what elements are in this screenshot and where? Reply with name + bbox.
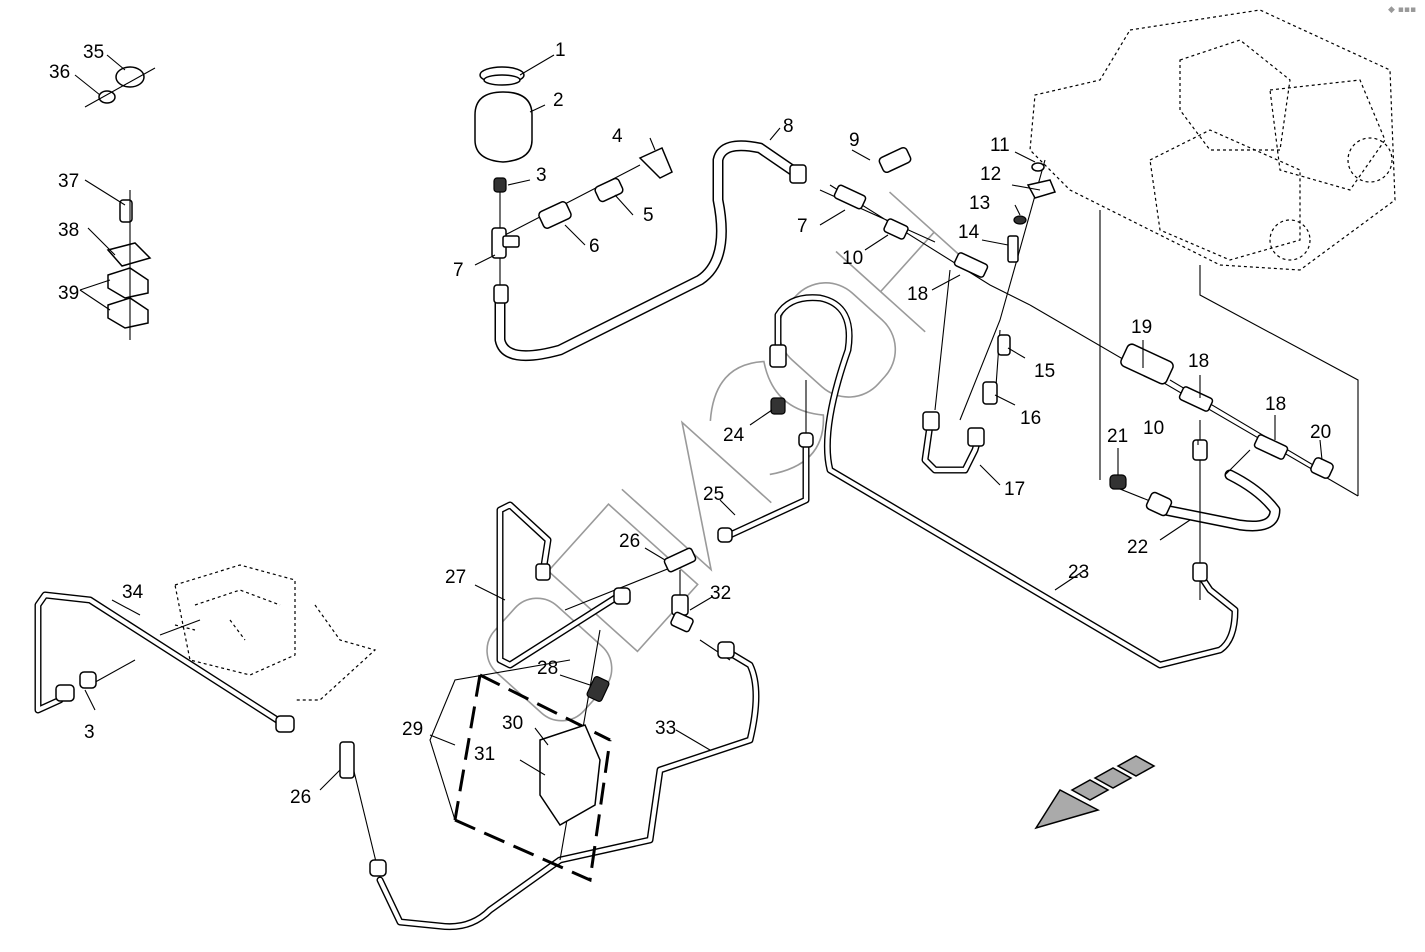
callout-10: 10 [1143,418,1164,439]
accumulator-part [474,91,533,163]
callout-33: 33 [655,718,676,739]
callout-36: 36 [49,62,70,83]
callout-7: 7 [453,260,464,281]
callout-6: 6 [589,236,600,257]
callout-1: 1 [555,40,566,61]
callout-18: 18 [1265,394,1286,415]
leader-lines [74,54,1323,791]
callout-7: 7 [797,216,808,237]
callout-12: 12 [980,164,1001,185]
callout-22: 22 [1127,537,1148,558]
callout-34: 34 [122,582,144,603]
callout-3: 3 [84,722,95,743]
callout-23: 23 [1068,562,1089,583]
callout-15: 15 [1034,361,1055,382]
hydraulic-pump-assembly [1029,9,1396,497]
callout-13: 13 [969,193,990,214]
pipes [34,140,1331,931]
valve-block [159,564,377,701]
callout-8: 8 [783,116,794,137]
callout-37: 37 [58,171,79,192]
callout-11: 11 [990,135,1010,156]
callout-32: 32 [710,583,731,604]
callout-25: 25 [703,484,724,505]
callout-labels: 1 2 3 3 4 5 6 7 7 8 9 10 10 11 12 13 14 … [49,40,1331,808]
callout-38: 38 [58,220,79,241]
callout-14: 14 [958,222,980,243]
callout-26: 26 [290,787,311,808]
callout-9: 9 [849,130,860,151]
callout-18: 18 [907,284,928,305]
callout-4: 4 [612,126,623,147]
callout-21: 21 [1107,426,1128,447]
callout-30: 30 [502,713,523,734]
callout-31: 31 [474,744,495,765]
callout-39: 39 [58,283,79,304]
callout-17: 17 [1004,479,1025,500]
callout-24: 24 [723,425,745,446]
valve-29-assembly [453,673,612,883]
callout-3: 3 [536,165,547,186]
callout-27: 27 [445,567,466,588]
callout-16: 16 [1020,408,1041,429]
callout-18: 18 [1188,351,1209,372]
callout-10: 10 [842,248,863,269]
callout-29: 29 [402,719,423,740]
callout-19: 19 [1131,317,1152,338]
direction-arrow-icon [1034,755,1156,830]
callout-26: 26 [619,531,640,552]
callout-35: 35 [83,42,104,63]
callout-20: 20 [1310,422,1331,443]
callout-2: 2 [553,90,564,111]
callout-28: 28 [537,658,558,679]
corner-logo: ◆ ▪▪▪ [1388,5,1416,15]
filter-part [1120,343,1174,385]
cap-part [638,146,673,179]
fittings [55,66,1334,877]
callout-5: 5 [643,205,654,226]
